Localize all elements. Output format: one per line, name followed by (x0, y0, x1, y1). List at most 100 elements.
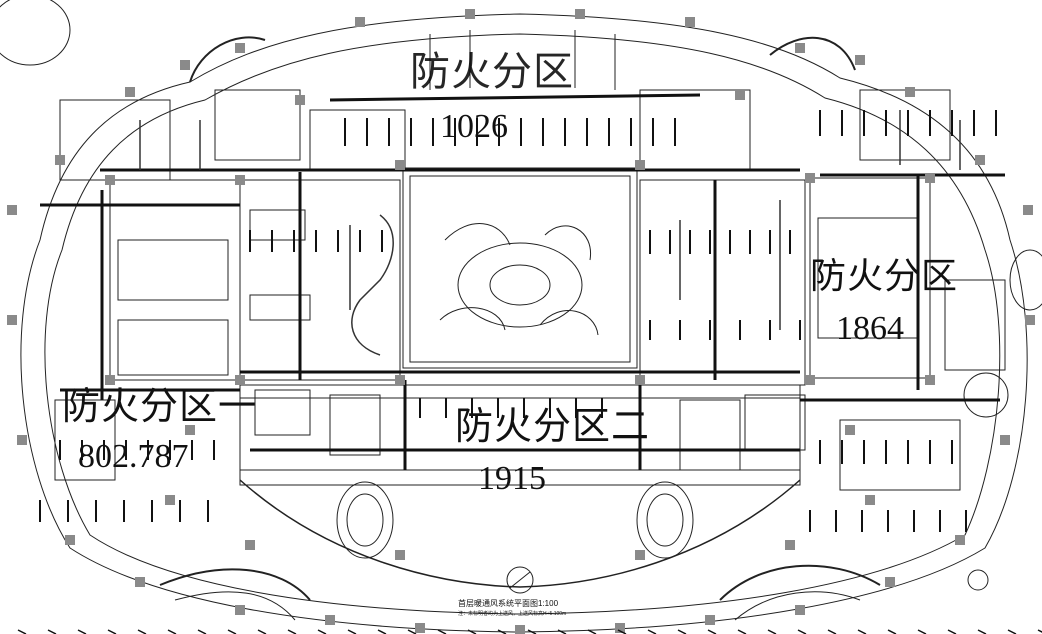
air-diffusers (39, 110, 997, 532)
axis-tick (677, 629, 687, 634)
column (55, 155, 65, 165)
axis-tick (587, 629, 597, 634)
axis-tick (227, 629, 237, 634)
axis-tick (17, 629, 27, 634)
fire-zone-label: 防火分区二 (455, 406, 651, 448)
column (415, 623, 425, 633)
axis-tick (947, 629, 957, 634)
axis-tick (527, 629, 537, 634)
axis-tick (497, 629, 507, 634)
building-inner-wall (44, 33, 1001, 615)
column (7, 205, 17, 215)
column (105, 175, 115, 185)
axis-tick (197, 629, 207, 634)
column (105, 375, 115, 385)
axis-tick (257, 629, 267, 634)
column (885, 577, 895, 587)
column (395, 550, 405, 560)
column (805, 375, 815, 385)
column (7, 315, 17, 325)
axis-tick (617, 629, 627, 634)
column (845, 425, 855, 435)
column (515, 625, 525, 634)
axis-tick (287, 629, 297, 634)
axis-tick (737, 629, 747, 634)
structural-columns (7, 9, 1035, 634)
column (245, 540, 255, 550)
axis-tick (1037, 629, 1042, 633)
fire-zone-area: 1864 (836, 310, 904, 347)
axis-tick (137, 629, 147, 634)
column (135, 577, 145, 587)
column (795, 605, 805, 615)
drawing-note: 注：未标明者均为上送风，上送风标高H+5.100m (458, 611, 567, 617)
axis-tick (917, 629, 927, 634)
axis-tick (857, 629, 867, 634)
column (235, 375, 245, 385)
column (785, 540, 795, 550)
column (185, 425, 195, 435)
column (325, 615, 335, 625)
column (805, 173, 815, 183)
column (975, 155, 985, 165)
axis-tick (317, 629, 327, 634)
axis-tick (77, 629, 87, 634)
axis-tick (1007, 629, 1017, 634)
column (1023, 205, 1033, 215)
axis-tick (167, 629, 177, 634)
column (865, 495, 875, 505)
column (635, 160, 645, 170)
axis-tick (437, 629, 447, 634)
column (855, 55, 865, 65)
column (17, 435, 27, 445)
column (705, 615, 715, 625)
fire-zone-area: 1915 (478, 460, 546, 497)
column (1000, 435, 1010, 445)
axis-tick (887, 629, 897, 634)
column (235, 43, 245, 53)
axis-tick (107, 629, 117, 634)
drawing-scale: 1:100 (538, 599, 559, 608)
axis-tick (977, 629, 987, 634)
column (905, 87, 915, 97)
fire-zone-area: 802.787 (78, 438, 189, 475)
fire-zone-label: 防火分区 (810, 256, 959, 296)
column (925, 375, 935, 385)
axis-tick (797, 629, 807, 634)
axis-tick (707, 629, 717, 634)
column (795, 43, 805, 53)
column (1025, 315, 1035, 325)
axis-tick (647, 629, 657, 634)
axis-tick (827, 629, 837, 634)
axis-tick (47, 629, 57, 634)
column (635, 550, 645, 560)
column (615, 623, 625, 633)
drawing-title: 首层暖通风系统平面图 (458, 599, 538, 608)
column (395, 375, 405, 385)
column (165, 495, 175, 505)
column (465, 9, 475, 19)
axis-tick (557, 629, 567, 634)
fire-zone-label: 防火分区 (410, 49, 574, 94)
axis-tick (377, 629, 387, 634)
fire-zone-label: 防火分区一 (62, 386, 258, 428)
column (295, 95, 305, 105)
column (735, 90, 745, 100)
column (65, 535, 75, 545)
column (235, 605, 245, 615)
column (925, 173, 935, 183)
axis-tick (767, 629, 777, 634)
axis-tick (467, 629, 477, 634)
column (955, 535, 965, 545)
column (685, 17, 695, 27)
column (635, 375, 645, 385)
column (575, 9, 585, 19)
axis-tick (347, 629, 357, 634)
axis-tick (407, 629, 417, 634)
fire-zone-area: 1026 (440, 108, 508, 145)
column (125, 87, 135, 97)
column (235, 175, 245, 185)
grid-axis-ticks (17, 629, 1042, 634)
column (180, 60, 190, 70)
